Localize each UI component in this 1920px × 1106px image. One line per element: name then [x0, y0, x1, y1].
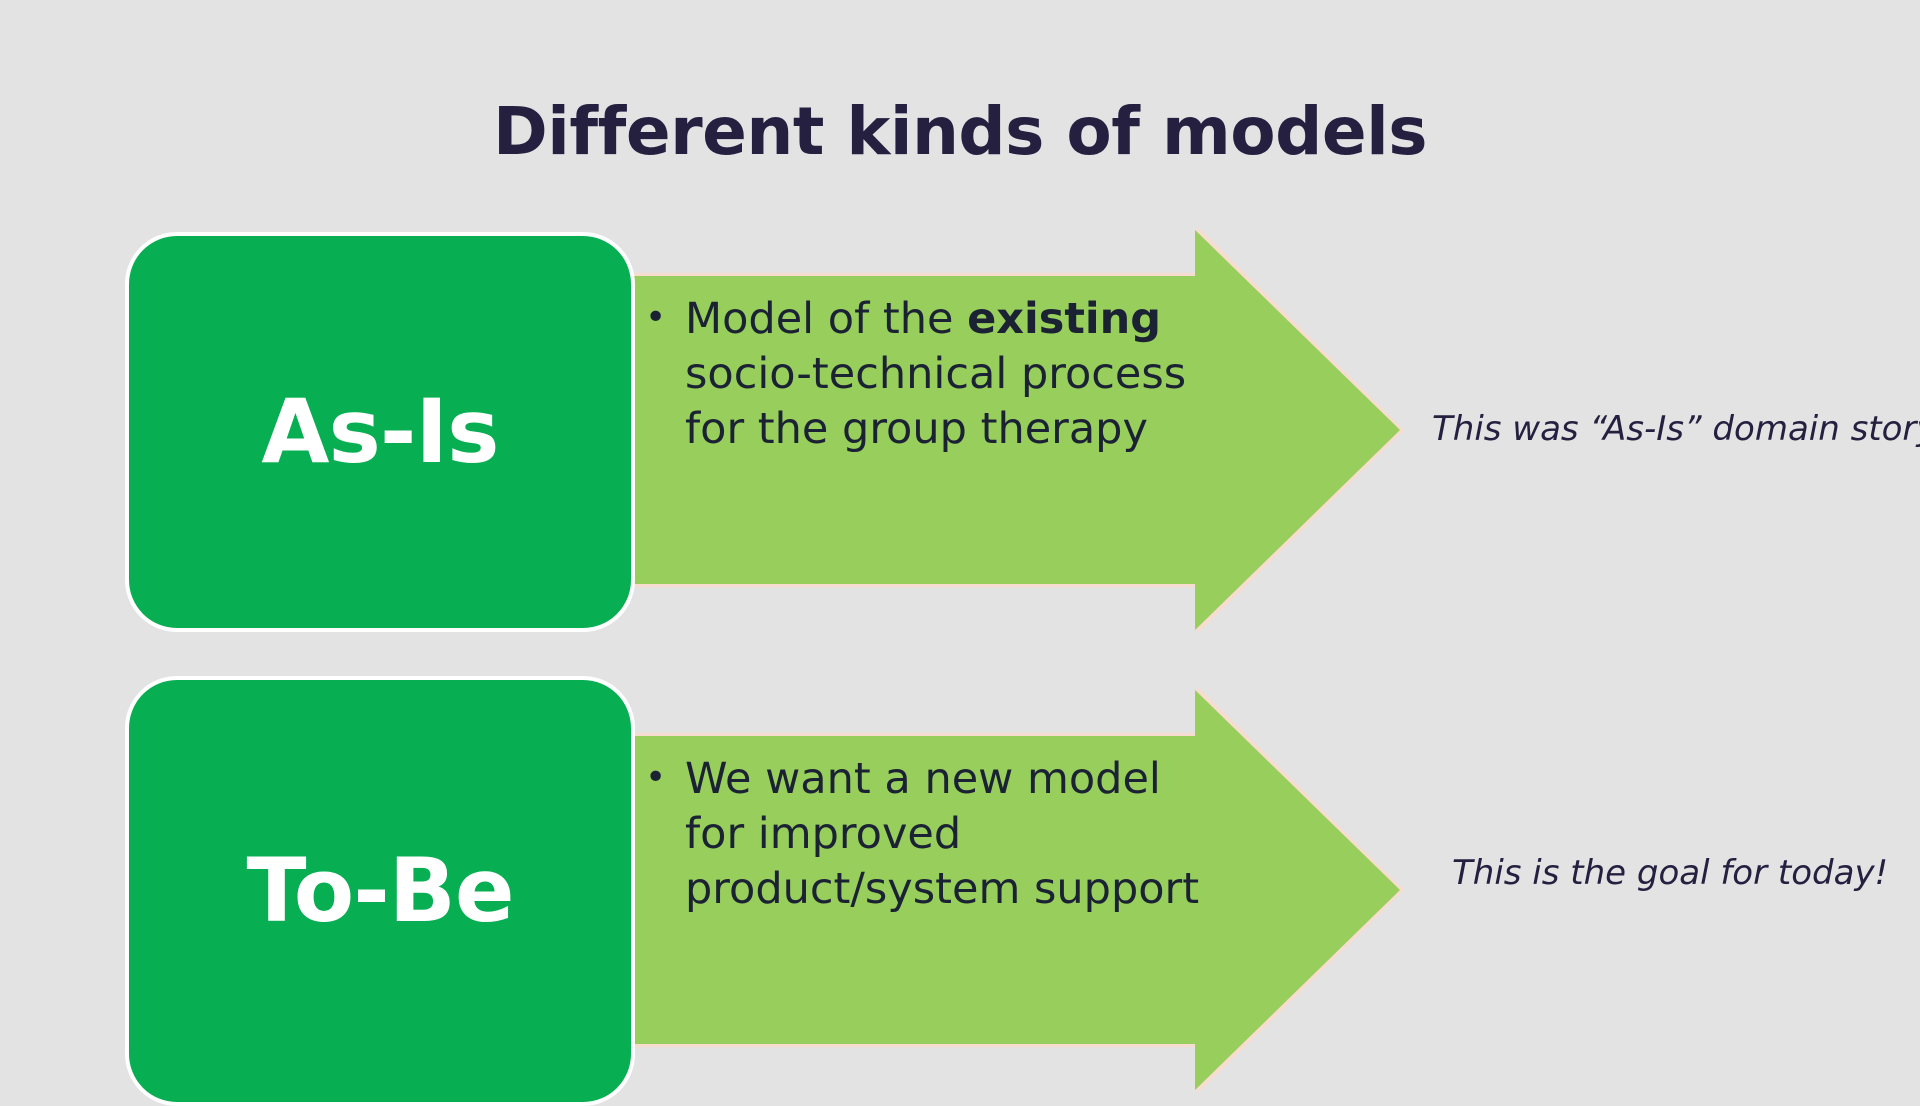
bullet-marker-icon: •: [645, 757, 667, 798]
slide-canvas: Different kinds of models As-Is • Model …: [125, 93, 1920, 1106]
bullet-to-be-lead: We want a new model for improved product…: [685, 754, 1200, 915]
bullet-as-is-body: Model of the existing socio-technical pr…: [685, 292, 1215, 457]
arrow-shape-as-is: [560, 230, 1400, 630]
bullet-as-is: • Model of the existing socio-technical …: [645, 292, 1215, 457]
arrow-shape-to-be: [560, 690, 1400, 1090]
bullet-as-is-emphasis: existing: [967, 294, 1162, 344]
label-box-as-is-text: As-Is: [261, 380, 499, 483]
label-box-as-is[interactable]: As-Is: [125, 232, 635, 632]
page-title: Different kinds of models: [493, 93, 1428, 170]
bullet-to-be: • We want a new model for improved produ…: [645, 752, 1215, 917]
label-box-to-be-text: To-Be: [246, 839, 514, 942]
side-note-to-be: This is the goal for today!: [1452, 853, 1889, 893]
bullet-to-be-body: We want a new model for improved product…: [685, 752, 1215, 917]
side-note-as-is: This was “As-Is” domain story: [1432, 409, 1920, 449]
bullet-marker-icon: •: [645, 297, 667, 338]
bullet-as-is-tail: socio-technical process for the group th…: [685, 349, 1187, 455]
label-box-to-be[interactable]: To-Be: [125, 676, 635, 1106]
bullet-as-is-lead: Model of the: [685, 294, 968, 344]
